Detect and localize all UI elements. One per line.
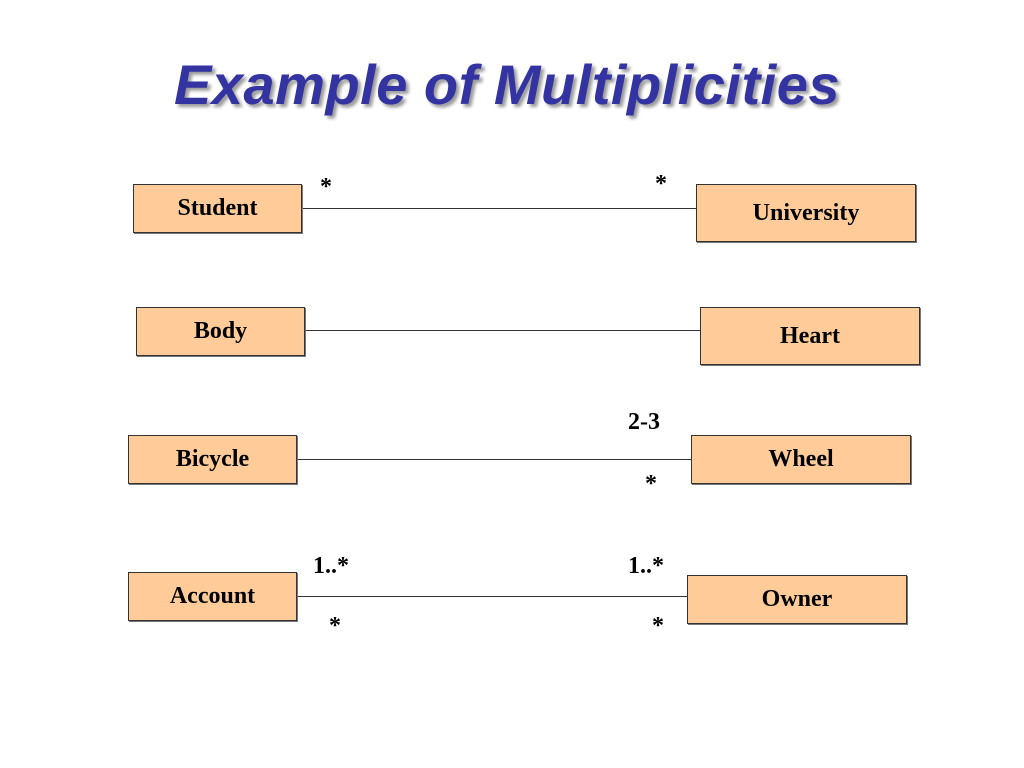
multiplicity-label: * xyxy=(645,471,657,497)
multiplicity-label: 1..* xyxy=(628,553,664,579)
class-box-university: University xyxy=(696,184,916,242)
class-box-bicycle: Bicycle xyxy=(128,435,297,484)
class-box-wheel: Wheel xyxy=(691,435,911,484)
class-box-body: Body xyxy=(136,307,305,356)
multiplicity-label: * xyxy=(320,174,332,200)
association-line-student-university xyxy=(302,208,696,209)
multiplicity-label: 1..* xyxy=(313,553,349,579)
multiplicity-label: 2-3 xyxy=(628,409,660,435)
class-box-student: Student xyxy=(133,184,302,233)
multiplicity-label: * xyxy=(652,613,664,639)
association-line-bicycle-wheel xyxy=(297,459,691,460)
association-line-body-heart xyxy=(305,330,700,331)
association-line-account-owner xyxy=(297,596,687,597)
slide-title: Example of Multiplicities xyxy=(174,53,840,116)
multiplicity-label: * xyxy=(329,613,341,639)
multiplicity-label: * xyxy=(655,171,667,197)
class-box-account: Account xyxy=(128,572,297,621)
class-box-owner: Owner xyxy=(687,575,907,624)
class-box-heart: Heart xyxy=(700,307,920,365)
